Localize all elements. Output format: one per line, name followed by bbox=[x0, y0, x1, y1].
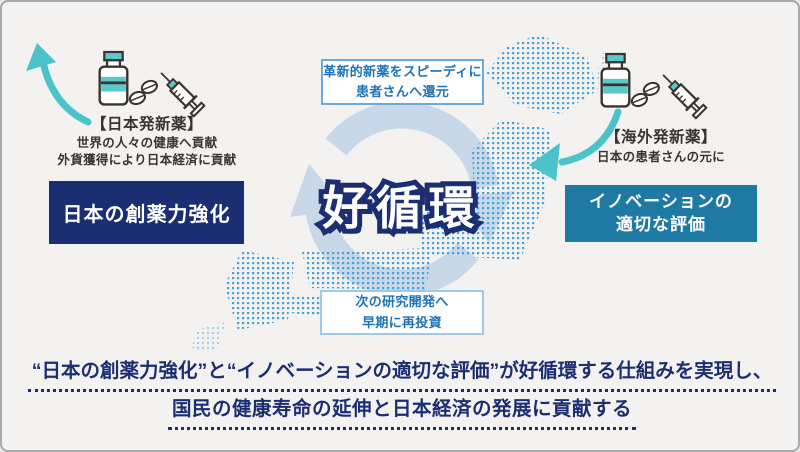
cycle-top-line2: 患者さんへ還元 bbox=[355, 84, 450, 99]
cycle-bottom-line2: 早期に再投資 bbox=[362, 314, 442, 330]
left-heading: 【日本発新薬】 bbox=[90, 116, 203, 133]
footer-line-2-text: 国民の健康寿命の延伸と日本経済の発展に貢献する bbox=[167, 392, 636, 430]
cycle-bottom-box: 次の研究開発へ 早期に再投資 bbox=[320, 290, 484, 335]
curved-arrow-up-left-icon bbox=[26, 43, 92, 126]
curved-arrow-down-left-icon bbox=[529, 108, 622, 181]
footer-line-2: 国民の健康寿命の延伸と日本経済の発展に貢献する bbox=[2, 392, 798, 430]
footer-line-1-text: “日本の創薬力強化”と“イノベーションの適切な評価”が好循環する仕組みを実現し、 bbox=[27, 354, 777, 392]
innovation-evaluation-line2: 適切な評価 bbox=[616, 214, 706, 234]
cycle-top-box: 革新的新薬をスピーディに 患者さんへ還元 bbox=[321, 59, 484, 105]
right-subtext-1: 日本の患者さんの元に bbox=[596, 150, 725, 164]
japan-drug-discovery-label: 日本の創薬力強化 bbox=[62, 204, 231, 226]
japan-drug-discovery-box: 日本の創薬力強化 bbox=[49, 181, 244, 244]
cycle-arrowhead-left bbox=[290, 164, 346, 217]
medicine-icon-left bbox=[98, 50, 207, 119]
innovation-evaluation-box: イノベーションの 適切な評価 bbox=[565, 185, 757, 242]
cycle-bottom-line1: 次の研究開発へ bbox=[355, 294, 449, 310]
innovation-evaluation-line1: イノベーションの bbox=[589, 192, 733, 212]
right-heading: 【海外発新薬】 bbox=[604, 129, 717, 146]
left-subtext-2: 外貨獲得により日本経済に貢献 bbox=[57, 153, 237, 167]
footer-line-1: “日本の創薬力強化”と“イノベーションの適切な評価”が好循環する仕組みを実現し、 bbox=[2, 354, 798, 392]
left-subtext-1: 世界の人々の健康へ貢献 bbox=[76, 136, 218, 150]
cycle-top-line1: 革新的新薬をスピーディに bbox=[323, 63, 482, 79]
